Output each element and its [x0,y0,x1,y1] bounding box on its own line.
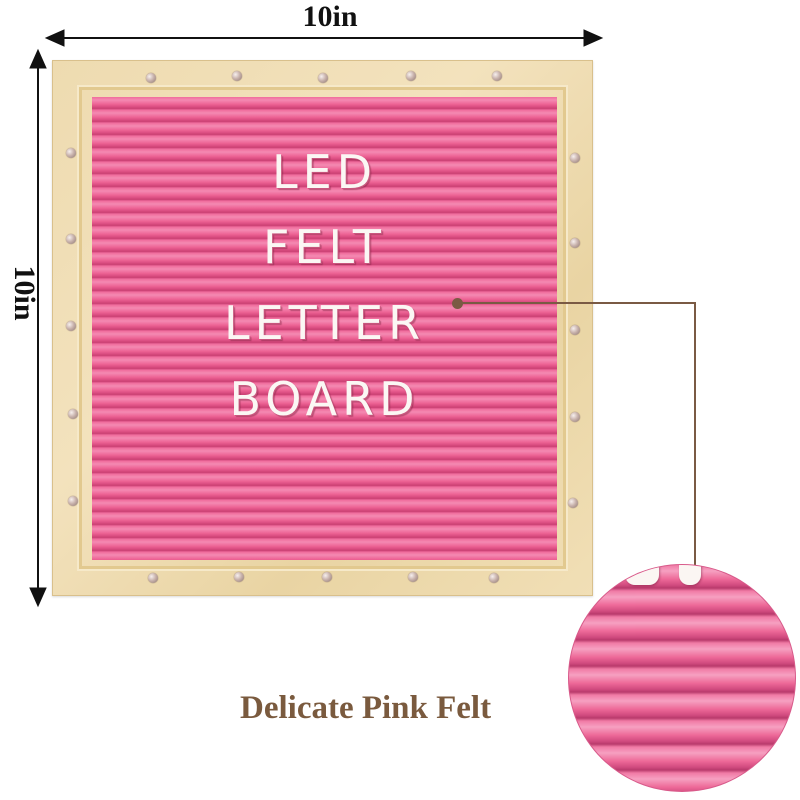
pink-felt-board: LED FELT LETTER BOARD [92,97,557,560]
felt-zoom-circle [569,565,795,791]
felt-line-letter: LETTER [223,296,426,350]
led-bulb [570,325,580,335]
callout-line-vertical [694,302,696,567]
height-label: 10in [8,265,41,321]
led-bulb [234,572,244,582]
led-bulb [492,71,502,81]
led-bulb [406,71,416,81]
led-bulb [66,321,76,331]
led-bulb [66,148,76,158]
led-bulb [489,573,499,583]
caption-delicate-pink-felt: Delicate Pink Felt [240,690,492,726]
callout-line-horizontal [462,302,695,304]
led-bulb [570,153,580,163]
width-label: 10in [302,0,358,33]
led-bulb [68,409,78,419]
led-bulb [570,412,580,422]
felt-line-board: BOARD [229,372,420,426]
led-bulb [232,71,242,81]
led-bulb [68,496,78,506]
led-bulb [408,572,418,582]
led-bulb [570,238,580,248]
zoomed-letter-fragment [679,565,701,585]
felt-line-led: LED [271,145,378,199]
led-bulb [66,234,76,244]
led-bulb [322,572,332,582]
led-bulb [568,498,578,508]
height-arrow [29,48,47,608]
width-arrow [44,29,604,47]
led-bulb [146,73,156,83]
callout-dot [452,298,463,309]
felt-line-felt: FELT [263,220,386,274]
zoomed-letter-fragment [625,565,659,585]
led-bulb [148,573,158,583]
led-bulb [318,73,328,83]
